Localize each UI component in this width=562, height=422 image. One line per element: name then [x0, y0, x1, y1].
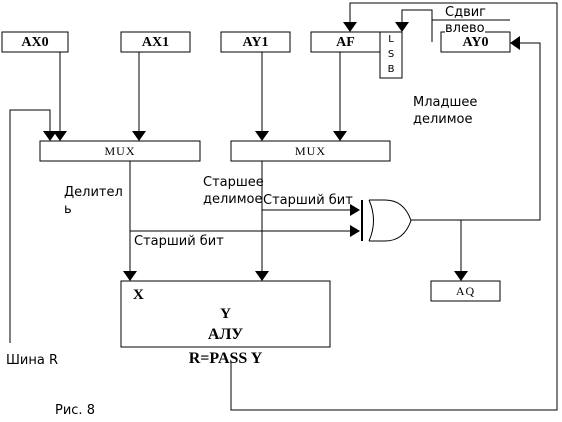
aq-label: AQ	[455, 284, 476, 298]
aq-box	[430, 280, 501, 302]
low-dividend-label-line2: делимое	[413, 112, 473, 127]
mux-right-label: MUX	[294, 144, 326, 158]
high-dividend-label-line2: делимое	[203, 192, 263, 207]
alu-box	[120, 280, 331, 348]
mux-left-box	[39, 140, 201, 162]
xor-to-ay0-wire	[411, 36, 541, 221]
mux-right-box	[230, 140, 391, 162]
alu-y-label: Y	[220, 306, 231, 322]
shift-left-label-line2: влево	[445, 21, 485, 36]
register-ax1	[120, 31, 191, 53]
lsb-letter-l: L	[388, 34, 394, 45]
divisor-label-line2: ь	[64, 202, 72, 217]
ay0-shift-to-lsb-wire	[395, 9, 433, 42]
alu-result-loop-wire	[230, 2, 558, 411]
low-dividend-label-line1: Младшее	[413, 95, 478, 110]
mux-left-label: MUX	[104, 144, 136, 158]
divisor-label-line1: Делител	[64, 185, 123, 200]
register-ay0-label: AY0	[462, 35, 489, 50]
high-dividend-label-line1: Старшее	[203, 175, 264, 190]
alu-title: АЛУ	[207, 326, 244, 343]
register-ax0	[1, 31, 69, 53]
register-ax1-label: AX1	[141, 35, 170, 50]
msb-lower-label: Старший бит	[134, 234, 224, 249]
lsb-letter-s: S	[387, 49, 395, 60]
lsb-letter-b: B	[387, 64, 395, 75]
register-ax0-label: AX0	[21, 35, 49, 50]
figure-caption: Рис. 8	[55, 403, 95, 418]
register-af-label: AF	[336, 35, 355, 50]
alu-operation: R=PASS Y	[188, 350, 263, 367]
msb-upper-label: Старший бит	[263, 193, 353, 208]
bus-r-feedback-wire	[9, 109, 57, 343]
register-ay1	[220, 31, 291, 53]
register-ay1-label: AY1	[242, 35, 269, 50]
shift-left-label-line1: Сдвиг	[445, 5, 487, 20]
bus-r-label: Шина R	[6, 353, 58, 368]
alu-x-label: X	[133, 287, 144, 303]
xor-gate	[361, 199, 412, 242]
register-lsb	[379, 31, 403, 79]
